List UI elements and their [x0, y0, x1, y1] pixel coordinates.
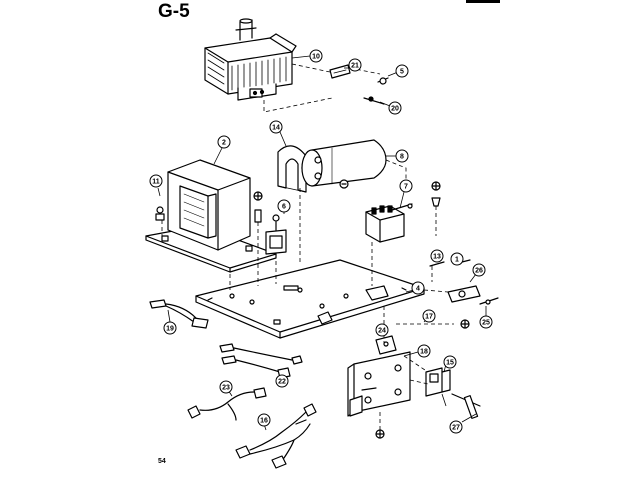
svg-text:7: 7	[404, 184, 408, 191]
callout-18: 18	[417, 344, 431, 358]
svg-text:11: 11	[152, 179, 160, 186]
svg-text:17: 17	[425, 314, 433, 321]
callout-23: 23	[219, 380, 233, 394]
page-number: 54	[158, 458, 166, 465]
wire-harness-23	[187, 387, 267, 421]
svg-text:16: 16	[260, 418, 268, 425]
svg-text:25: 25	[482, 320, 490, 327]
switch-bracket-part	[347, 335, 411, 417]
svg-text:21: 21	[351, 63, 359, 70]
svg-text:8: 8	[400, 154, 404, 161]
callout-21: 21	[348, 58, 362, 72]
fuse-holder-part	[265, 214, 287, 255]
page-title: G-5	[158, 1, 190, 22]
svg-text:20: 20	[391, 106, 399, 113]
switch-unit-part	[425, 367, 481, 419]
svg-text:23: 23	[222, 385, 230, 392]
callout-7: 7	[399, 179, 413, 193]
svg-text:1: 1	[455, 257, 459, 264]
callout-2: 2	[217, 135, 231, 149]
svg-text:2: 2	[222, 140, 226, 147]
callout-13: 13	[430, 249, 444, 263]
base-plate-part	[195, 259, 425, 339]
callout-11: 11	[149, 174, 163, 188]
callout-27: 27	[449, 420, 463, 434]
callout-10: 10	[309, 49, 323, 63]
callout-6: 6	[277, 199, 291, 213]
svg-text:10: 10	[312, 54, 320, 61]
svg-text:22: 22	[278, 379, 286, 386]
svg-text:5: 5	[400, 69, 404, 76]
callouts: 10 21 5 20 2 14 8 11 7 6 13 1 26 4 17 25…	[149, 49, 493, 434]
svg-text:14: 14	[272, 125, 280, 132]
assembly-lines	[161, 63, 454, 430]
callout-19: 19	[163, 321, 177, 335]
screw-parts	[155, 179, 470, 439]
callout-16: 16	[257, 413, 271, 427]
callout-20: 20	[388, 101, 402, 115]
svg-text:27: 27	[452, 425, 460, 432]
wire-harness-16	[235, 403, 317, 469]
relay-part	[365, 203, 413, 243]
svg-text:4: 4	[416, 286, 420, 293]
terminal-parts	[429, 259, 499, 305]
callout-22: 22	[275, 374, 289, 388]
callout-24: 24	[375, 323, 389, 337]
callout-1: 1	[450, 252, 464, 266]
wire-harness-15	[219, 343, 303, 379]
capacitor-part	[301, 139, 387, 187]
callout-25: 25	[479, 315, 493, 329]
header-rule	[466, 0, 500, 3]
diode-bracket-part	[277, 145, 307, 193]
thermal-cutout-part	[329, 64, 389, 105]
callout-8: 8	[395, 149, 409, 163]
callout-5: 5	[395, 64, 409, 78]
svg-text:24: 24	[378, 328, 386, 335]
callout-17: 17	[422, 309, 436, 323]
svg-text:6: 6	[282, 204, 286, 211]
svg-text:15: 15	[446, 360, 454, 367]
svg-text:19: 19	[166, 326, 174, 333]
magnetron-part	[204, 18, 297, 101]
svg-text:18: 18	[420, 349, 428, 356]
callout-15: 15	[443, 355, 457, 369]
callout-26: 26	[472, 263, 486, 277]
transformer-part	[145, 159, 277, 273]
callout-14: 14	[269, 120, 283, 134]
callout-4: 4	[411, 281, 425, 295]
svg-text:26: 26	[475, 268, 483, 275]
svg-text:13: 13	[433, 254, 441, 261]
wire-harness-19	[149, 299, 209, 329]
